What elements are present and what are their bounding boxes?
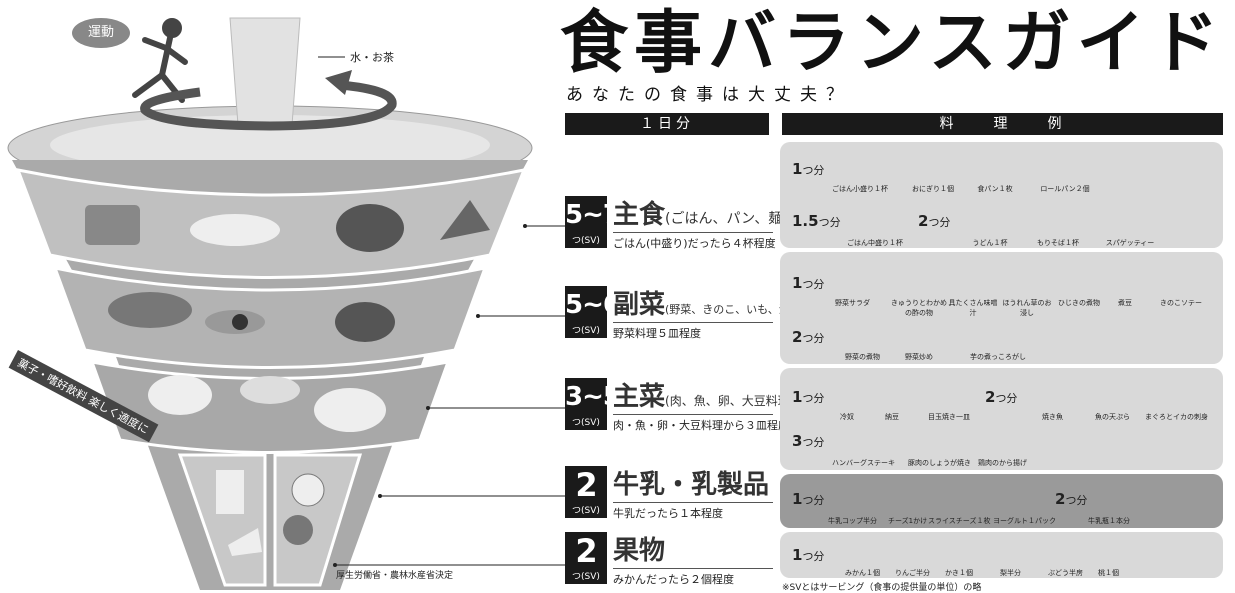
group-desc: 牛乳だったら１本程度 (613, 502, 773, 521)
group-name: 牛乳・乳製品 (613, 470, 770, 500)
group-title: 副菜 (613, 290, 666, 320)
food-label: ぶどう半房 (1048, 569, 1083, 577)
group-name: 果物 (613, 536, 666, 566)
food-label: 食パン１枚 (977, 185, 1013, 193)
food-label: かき１個 (945, 569, 973, 577)
group-name: 主食(ごはん、パン、麺) (613, 194, 788, 231)
food-label: 豚肉のしょうが焼き (908, 459, 971, 467)
sv-range: 3~5 (565, 378, 621, 416)
group-desc: 肉・魚・卵・大豆料理から３皿程度 (613, 414, 789, 433)
food-label: 桃１個 (1098, 569, 1119, 577)
sv-range: 2 (565, 466, 607, 504)
group-desc: みかんだったら２個程度 (613, 568, 773, 587)
food-label: チーズ1かけ (888, 517, 928, 525)
footnote: ※SVとはサービング（食事の提供量の単位）の略 (782, 583, 982, 593)
unit-label: 2つ分 (792, 328, 825, 346)
unit-label: 1つ分 (792, 274, 825, 292)
sv-range: 5~7 (565, 196, 621, 234)
food-label: 煮豆 (1118, 299, 1132, 307)
food-label: 牛乳瓶１本分 (1088, 517, 1130, 525)
food-label: ほうれん草のお浸し (1002, 299, 1052, 317)
panel-shushoku: 1つ分 ごはん小盛り１杯 おにぎり１個 食パン１枚 ロールパン２個 1.5つ分 … (780, 142, 1223, 248)
food-label: みかん１個 (845, 569, 880, 577)
group-title: 主菜 (613, 382, 666, 412)
food-label: 鶏肉のから揚げ (978, 459, 1027, 467)
food-label: きのこソテー (1160, 299, 1202, 307)
unit-label: 1つ分 (792, 160, 825, 178)
header-examples: 料 理 例 (782, 113, 1223, 135)
food-label: 納豆 (885, 413, 899, 421)
food-label: 牛乳コップ半分 (828, 517, 877, 525)
sv-unit: つ(SV) (565, 504, 607, 518)
food-label: ごはん中盛り１杯 (847, 239, 903, 247)
row-fruit: 2 つ(SV) 果物 みかんだったら２個程度 (565, 532, 773, 592)
food-label: 野菜の煮物 (845, 353, 880, 361)
food-label: 魚の天ぷら (1095, 413, 1130, 421)
unit-label: 1.5つ分 (792, 212, 841, 230)
sv-unit: つ(SV) (565, 324, 607, 338)
group-paren: (肉、魚、卵、大豆料理) (665, 394, 795, 408)
water-label: 水・お茶 (350, 51, 394, 64)
group-title: 主食 (613, 200, 666, 230)
group-desc: ごはん(中盛り)だったら４杯程度 (613, 232, 776, 251)
group-desc: 野菜料理５皿程度 (613, 322, 773, 341)
unit-label: 2つ分 (918, 212, 951, 230)
group-name: 主菜(肉、魚、卵、大豆料理) (613, 376, 794, 413)
panel-fruit: 1つ分 みかん１個 りんご半分 かき１個 梨半分 ぶどう半房 桃１個 (780, 532, 1223, 578)
sv-unit: つ(SV) (565, 416, 607, 430)
food-label: 冷奴 (840, 413, 854, 421)
food-label: まぐろとイカの刺身 (1145, 413, 1208, 421)
exercise-bubble: 運動 (72, 18, 130, 48)
unit-label: 1つ分 (792, 388, 825, 406)
food-label: スパゲッティー (1105, 239, 1155, 247)
food-label: 芋の煮っころがし (970, 353, 1026, 361)
credit: 厚生労働省・農林水産省決定 (336, 571, 454, 581)
food-label: ヨーグルト１パック (993, 517, 1056, 525)
page-subtitle: あなたの食事は大丈夫？ (566, 85, 852, 105)
food-label: ごはん小盛り１杯 (832, 185, 888, 193)
panel-fukusai: 1つ分 野菜サラダ きゅうりとわかめの酢の物 具たくさん味噌汁 ほうれん草のお浸… (780, 252, 1223, 364)
unit-label: 2つ分 (985, 388, 1018, 406)
row-shushoku: 5~7 つ(SV) 主食(ごはん、パン、麺) ごはん(中盛り)だったら４杯程度 (565, 196, 788, 256)
food-label: りんご半分 (895, 569, 930, 577)
header-daily: １日分 (565, 113, 769, 135)
food-label: スライスチーズ１枚 (928, 517, 991, 525)
panel-shusai: 1つ分 冷奴 納豆 目玉焼き一皿 2つ分 焼き魚 魚の天ぷら まぐろとイカの刺身… (780, 368, 1223, 470)
food-label: ロールパン２個 (1040, 185, 1090, 193)
food-label: 焼き魚 (1042, 413, 1063, 421)
food-label: 具たくさん味噌汁 (948, 299, 998, 317)
group-paren: (ごはん、パン、麺) (665, 211, 788, 227)
row-fukusai: 5~6 つ(SV) 副菜(野菜、きのこ、いも、海藻料理) 野菜料理５皿程度 (565, 286, 827, 346)
unit-label: 2つ分 (1055, 490, 1088, 508)
row-dairy: 2 つ(SV) 牛乳・乳製品 牛乳だったら１本程度 (565, 466, 773, 526)
panel-dairy: 1つ分 牛乳コップ半分 チーズ1かけ スライスチーズ１枚 ヨーグルト１パック 2… (780, 474, 1223, 528)
food-label: 野菜サラダ (835, 299, 870, 307)
food-label: ひじきの煮物 (1058, 299, 1100, 307)
page-title: 食事バランスガイド (560, 4, 1225, 83)
food-label: 梨半分 (1000, 569, 1021, 577)
food-label: 目玉焼き一皿 (928, 413, 970, 421)
food-label: きゅうりとわかめの酢の物 (891, 299, 947, 317)
food-label: ハンバーグステーキ (832, 459, 895, 467)
food-label: おにぎり１個 (912, 185, 954, 193)
sv-range: 5~6 (565, 286, 621, 324)
unit-label: 1つ分 (792, 490, 825, 508)
food-label: もりそば１杯 (1037, 239, 1079, 247)
sv-range: 2 (565, 532, 607, 570)
food-label: うどん１杯 (972, 239, 1008, 247)
food-label: 野菜炒め (905, 353, 933, 361)
row-shusai: 3~5 つ(SV) 主菜(肉、魚、卵、大豆料理) 肉・魚・卵・大豆料理から３皿程… (565, 378, 794, 438)
sv-unit: つ(SV) (565, 234, 607, 248)
unit-label: 1つ分 (792, 546, 825, 564)
unit-label: 3つ分 (792, 432, 825, 450)
sv-unit: つ(SV) (565, 570, 607, 584)
